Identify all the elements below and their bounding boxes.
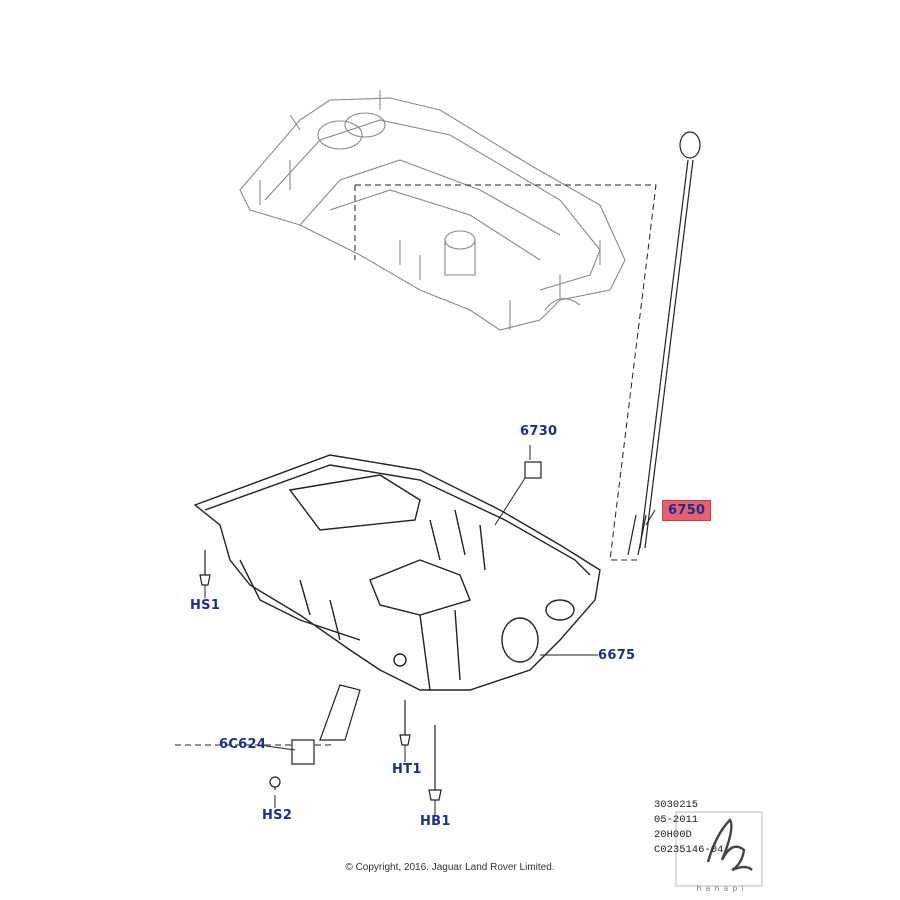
oil-pan — [193, 454, 601, 691]
meta-line-4: C0235146-04 — [654, 844, 724, 856]
callout-hb1[interactable]: HB1 — [420, 814, 451, 829]
fasteners — [199, 461, 542, 801]
callout-6730[interactable]: 6730 — [520, 424, 558, 439]
hanapi-logo — [675, 811, 763, 887]
copyright-notice: © Copyright, 2016. Jaguar Land Rover Lim… — [345, 862, 555, 873]
watermark-text: hanapi — [696, 884, 748, 893]
callout-6675[interactable]: 6675 — [598, 648, 636, 663]
callout-6c624[interactable]: 6C624 — [219, 737, 267, 752]
dipstick — [627, 131, 701, 556]
leader-lines — [204, 445, 656, 815]
drawing-meta: 3030215 05-2011 20H00D C0235146-04 — [654, 798, 723, 858]
meta-line-3: 20H00D — [654, 829, 692, 841]
callout-ht1[interactable]: HT1 — [392, 762, 422, 777]
callout-6750[interactable]: 6750 — [662, 500, 712, 521]
meta-line-1: 3030215 — [654, 799, 699, 811]
leader-dashed — [175, 184, 657, 746]
callout-hs1[interactable]: HS1 — [190, 598, 221, 613]
cam-cover — [239, 90, 626, 331]
meta-line-2: 05-2011 — [654, 814, 699, 826]
callout-hs2[interactable]: HS2 — [262, 808, 293, 823]
